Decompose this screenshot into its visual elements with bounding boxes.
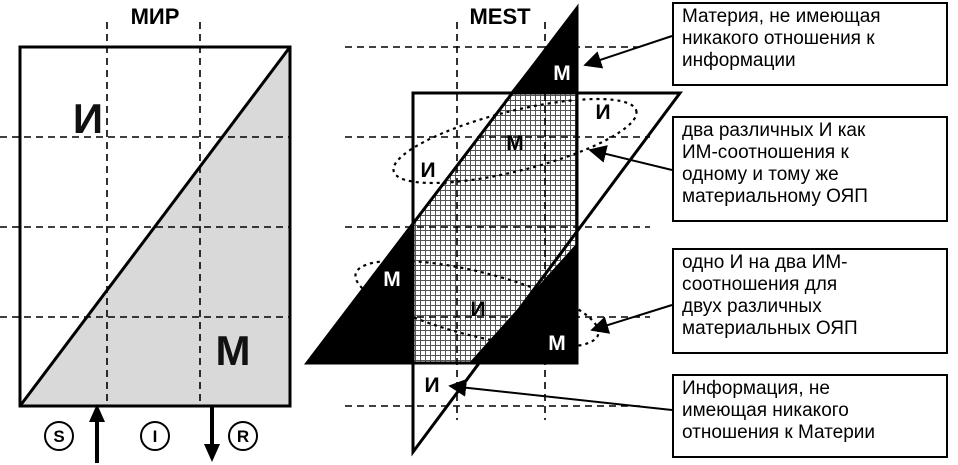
label-m-right: М — [548, 332, 566, 355]
callout-1-line-1: Материя, не имеющая — [682, 6, 881, 27]
circle-i-label: I — [153, 427, 158, 446]
title-mest: MEST — [469, 4, 531, 29]
right-panel: MEST М И М И М И М И — [303, 3, 683, 457]
label-i-right: И — [595, 101, 610, 124]
label-i-mid: И — [470, 298, 485, 321]
down-arrow — [204, 406, 220, 462]
callout-4-line-2: имеющая никакого — [682, 400, 849, 421]
label-m-top: М — [553, 62, 571, 85]
callout-4-line-1: Информация, не — [682, 378, 830, 399]
title-mir: МИР — [131, 4, 180, 29]
callout-4-line-3: отношения к Материи — [682, 422, 876, 443]
callout-3-line-4: материальных ОЯП — [682, 318, 858, 339]
callout-2-line-3: одному и тому же — [682, 164, 839, 185]
arrow-callout-4 — [448, 378, 673, 411]
callout-one-information-two-relations: одно И на два ИМ- соотношения для двух р… — [672, 248, 948, 354]
arrow-callout-1 — [583, 35, 673, 69]
up-arrow — [89, 404, 105, 463]
arrow-callout-3 — [590, 304, 673, 334]
callout-2-line-1: два различных И как — [682, 120, 866, 141]
label-i-left: И — [420, 159, 435, 182]
mest-triangle-outline — [303, 3, 579, 365]
callout-3-line-2: соотношения для — [682, 274, 838, 295]
world-rectangle — [18, 45, 292, 408]
arrow-callout-2 — [588, 145, 673, 171]
overlap-region — [413, 93, 577, 363]
callout-1-line-2: никакого отношения к — [682, 28, 875, 49]
label-i-bottom: И — [424, 374, 439, 397]
circle-r-label: R — [237, 427, 249, 446]
label-m-center: М — [506, 132, 524, 155]
information-parallelogram — [411, 91, 683, 457]
circle-i: I — [140, 421, 170, 451]
world-diagonal — [18, 46, 292, 407]
callout-3-line-3: двух различных — [682, 296, 822, 317]
callout-2-line-4: материальному ОЯП — [682, 186, 868, 207]
circle-s: S — [44, 421, 74, 451]
circle-s-label: S — [53, 427, 64, 446]
circle-r: R — [228, 421, 258, 451]
callout-two-information-relations: два различных И как ИМ-соотношения к одн… — [672, 116, 948, 222]
callout-information-no-matter: Информация, не имеющая никакого отношени… — [672, 374, 948, 458]
callout-matter-no-information: Материя, не имеющая никакого отношения к… — [672, 2, 948, 86]
leader-arrows — [448, 35, 673, 411]
letter-m-lower: М — [216, 327, 251, 374]
left-grid — [0, 22, 290, 406]
callout-1-line-3: информации — [682, 50, 796, 71]
letter-i-upper: И — [73, 95, 103, 142]
callout-2-line-2: ИМ-соотношения к — [682, 142, 849, 163]
callout-3-line-1: одно И на два ИМ- — [682, 252, 848, 273]
left-panel: МИР И М S I R — [0, 4, 292, 463]
label-m-left: М — [383, 268, 401, 291]
dotted-ellipses — [354, 97, 638, 349]
